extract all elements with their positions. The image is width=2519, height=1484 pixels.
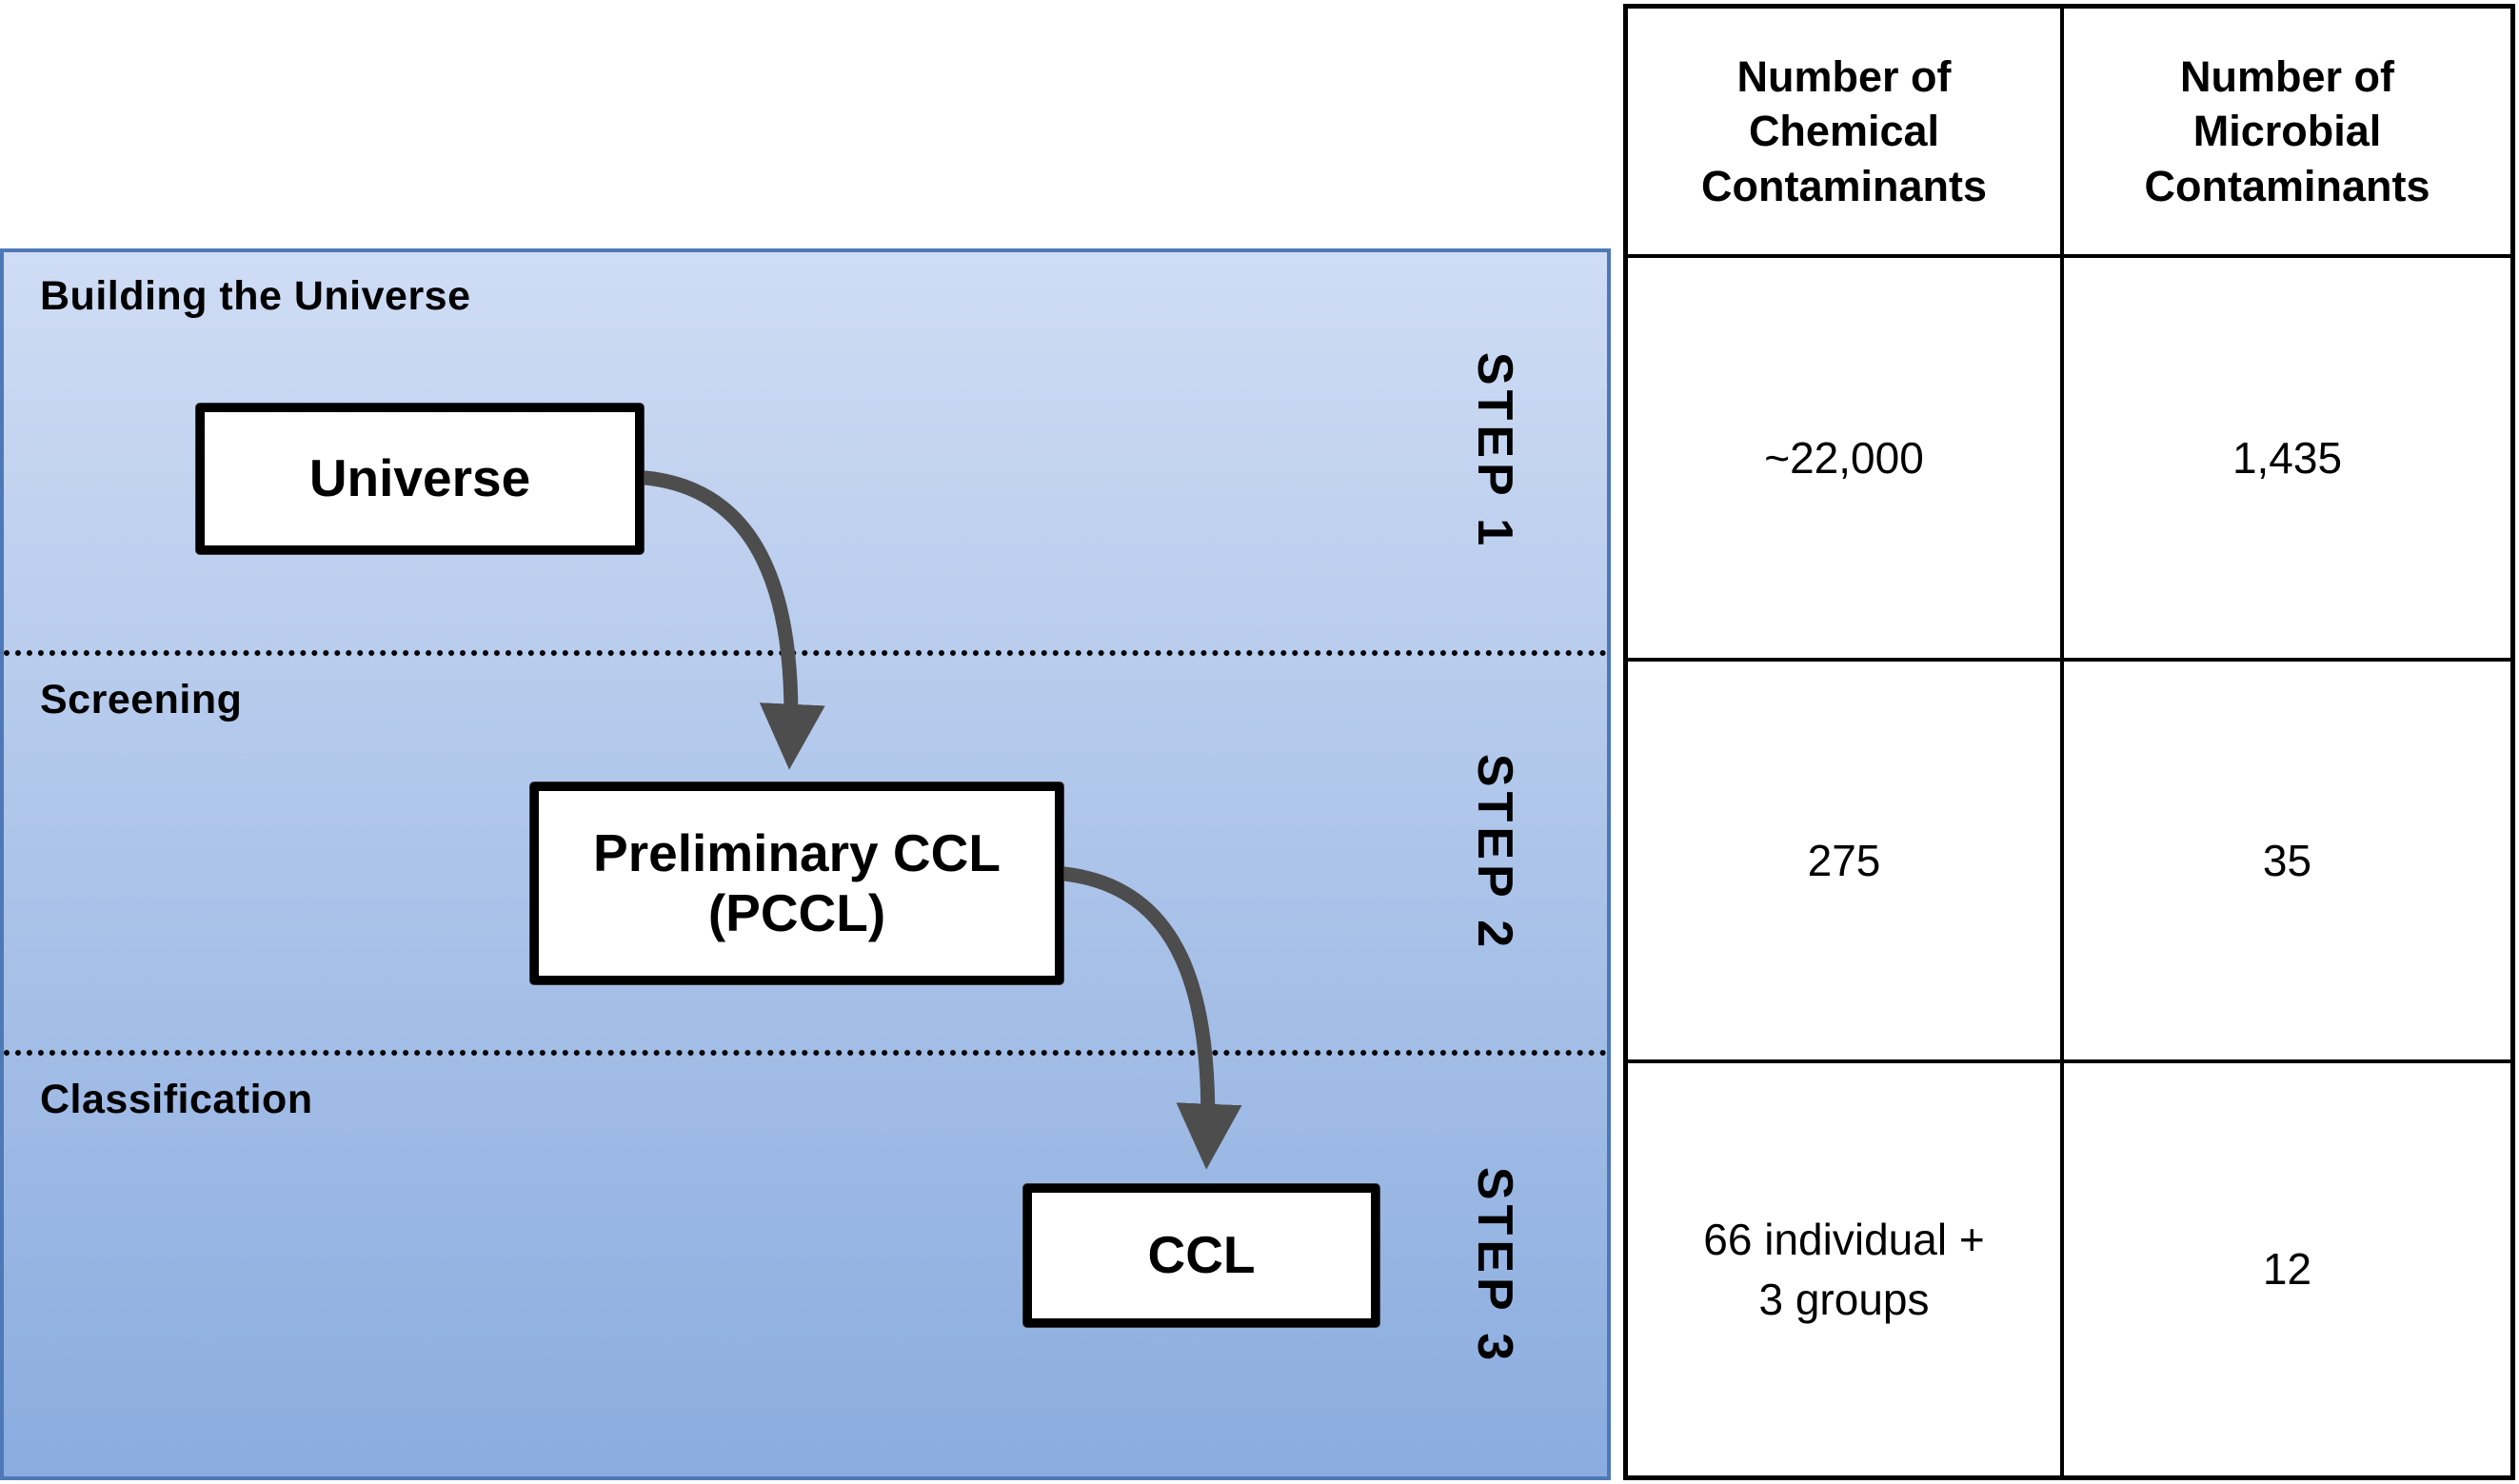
header-microbial-contaminants: Number of Microbial Contaminants (2062, 7, 2512, 256)
section-step2-screening: Screening STEP 2 (4, 656, 1607, 1056)
cell-step3-chemical: 66 individual + 3 groups (1626, 1061, 2062, 1477)
pccl-box-label-line2: (PCCL) (707, 883, 886, 942)
ccl-box-label: CCL (1147, 1225, 1256, 1285)
cell-step2-chemical: 275 (1626, 660, 2062, 1061)
step3-label: STEP 3 (1467, 1166, 1522, 1366)
section-label-classification: Classification (40, 1077, 313, 1122)
step1-label: STEP 1 (1467, 351, 1522, 551)
section-label-screening: Screening (40, 677, 243, 722)
cell-step3-microbial: 12 (2062, 1061, 2512, 1477)
header-chemical-contaminants: Number of Chemical Contaminants (1626, 7, 2062, 256)
section-step1-building-universe: Building the Universe STEP 1 (4, 252, 1607, 656)
cell-step1-microbial: 1,435 (2062, 256, 2512, 660)
cell-step2-microbial: 35 (2062, 660, 2512, 1061)
contaminants-table: Number of Chemical Contaminants Number o… (1623, 4, 2515, 1480)
cell-step1-chemical: ~22,000 (1626, 256, 2062, 660)
universe-box-label: Universe (308, 448, 531, 508)
pccl-box: Preliminary CCL (PCCL) (530, 782, 1063, 984)
step2-label: STEP 2 (1467, 753, 1522, 953)
section-label-building-universe: Building the Universe (40, 273, 471, 319)
ccl-box: CCL (1023, 1184, 1379, 1327)
section-step3-classification: Classification STEP 3 (4, 1056, 1607, 1476)
pccl-box-label-line1: Preliminary CCL (593, 822, 1001, 882)
universe-box: Universe (196, 404, 644, 554)
